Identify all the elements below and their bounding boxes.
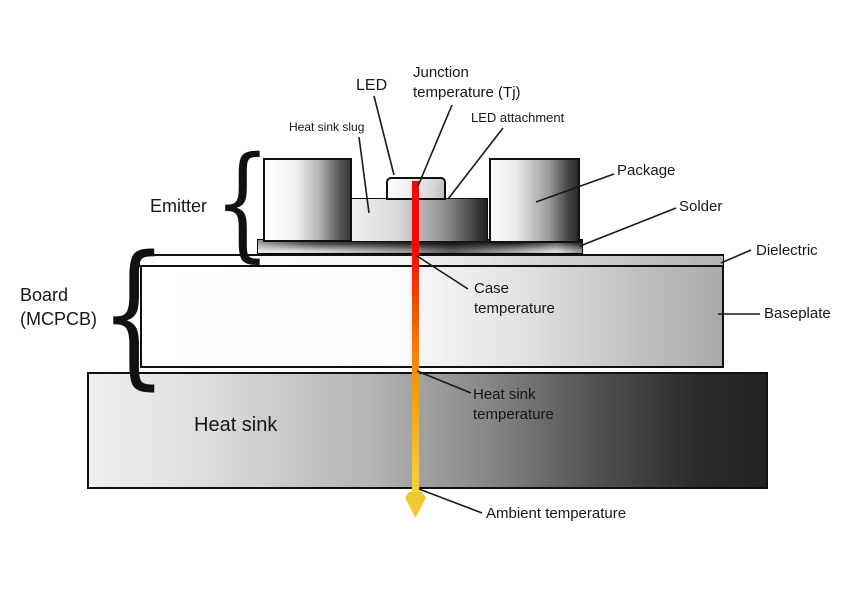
label-junction-temperature: Junction temperature (Tj)	[413, 64, 521, 102]
heat-flow-arrow-shaft	[412, 181, 419, 498]
heat-flow-arrowhead-icon	[405, 492, 426, 518]
label-heat-sink-temperature: Heat sink temperature	[473, 386, 554, 424]
label-heat-sink-slug: Heat sink slug	[289, 120, 365, 134]
leader-solder	[579, 207, 677, 247]
label-emitter: Emitter	[150, 196, 208, 216]
heat-sink-slug-block	[351, 198, 488, 242]
emitter-brace-icon: {	[214, 131, 271, 275]
label-led: LED	[356, 77, 388, 94]
label-baseplate: Baseplate	[764, 305, 831, 322]
label-package: Package	[617, 162, 676, 179]
label-ambient-temperature: Ambient temperature	[486, 505, 627, 522]
package-left-wall	[263, 158, 352, 242]
label-led-attachment: LED attachment	[471, 110, 565, 125]
board-brace-icon: {	[100, 222, 168, 404]
baseplate-block	[140, 267, 724, 368]
leader-dielectric	[720, 249, 752, 264]
leader-junction-temperature	[417, 104, 453, 187]
heat-sink-block	[87, 372, 768, 489]
label-solder: Solder	[679, 198, 723, 215]
package-right-wall	[489, 158, 580, 243]
leader-led	[373, 95, 395, 176]
label-heat-sink: Heat sink	[194, 414, 278, 436]
leader-ambient-temperature	[418, 488, 483, 514]
label-case-temperature: Case temperature	[474, 280, 555, 318]
label-board-mcpcb: Board (MCPCB)	[20, 285, 97, 330]
label-dielectric: Dielectric	[756, 242, 818, 259]
